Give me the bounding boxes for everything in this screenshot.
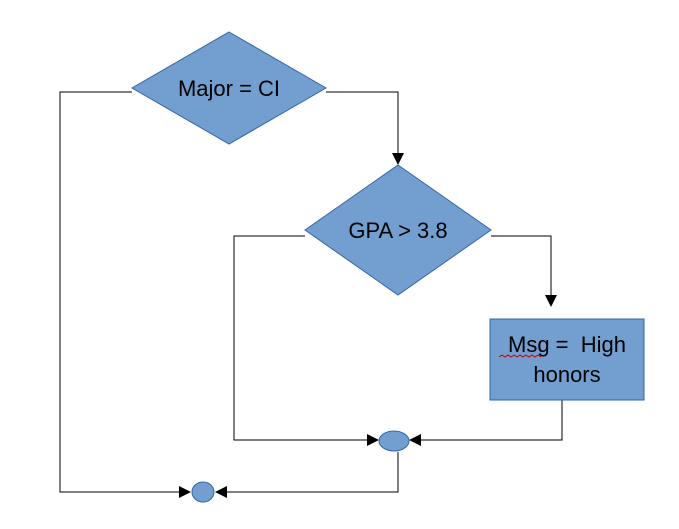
decision-gpa-label: GPA > 3.8 bbox=[348, 218, 447, 243]
merge-node-inner bbox=[378, 430, 410, 452]
decision-major: Major = CI bbox=[130, 31, 328, 145]
process-msg-shape bbox=[489, 318, 645, 401]
connector-major-yes bbox=[326, 91, 404, 165]
connector-major-no bbox=[59, 91, 191, 498]
connector-merge-to-end bbox=[215, 452, 399, 498]
msg-rest: = High bbox=[550, 332, 626, 357]
merge-node-outer bbox=[191, 481, 215, 503]
process-msg-label-line1: Msg = High bbox=[508, 332, 626, 357]
process-msg-label-line2: honors bbox=[533, 362, 600, 387]
msg-word: Msg bbox=[508, 332, 550, 357]
decision-major-label: Major = CI bbox=[178, 76, 280, 101]
decision-major-shape bbox=[130, 31, 328, 145]
connector-msg-to-merge bbox=[409, 400, 563, 446]
decision-gpa: GPA > 3.8 bbox=[304, 164, 492, 296]
connector-gpa-yes bbox=[491, 235, 557, 307]
decision-gpa-shape bbox=[304, 164, 492, 296]
spellcheck-underline bbox=[498, 354, 542, 358]
process-msg: Msg = High honors bbox=[489, 318, 645, 401]
connector-gpa-no bbox=[233, 235, 379, 446]
